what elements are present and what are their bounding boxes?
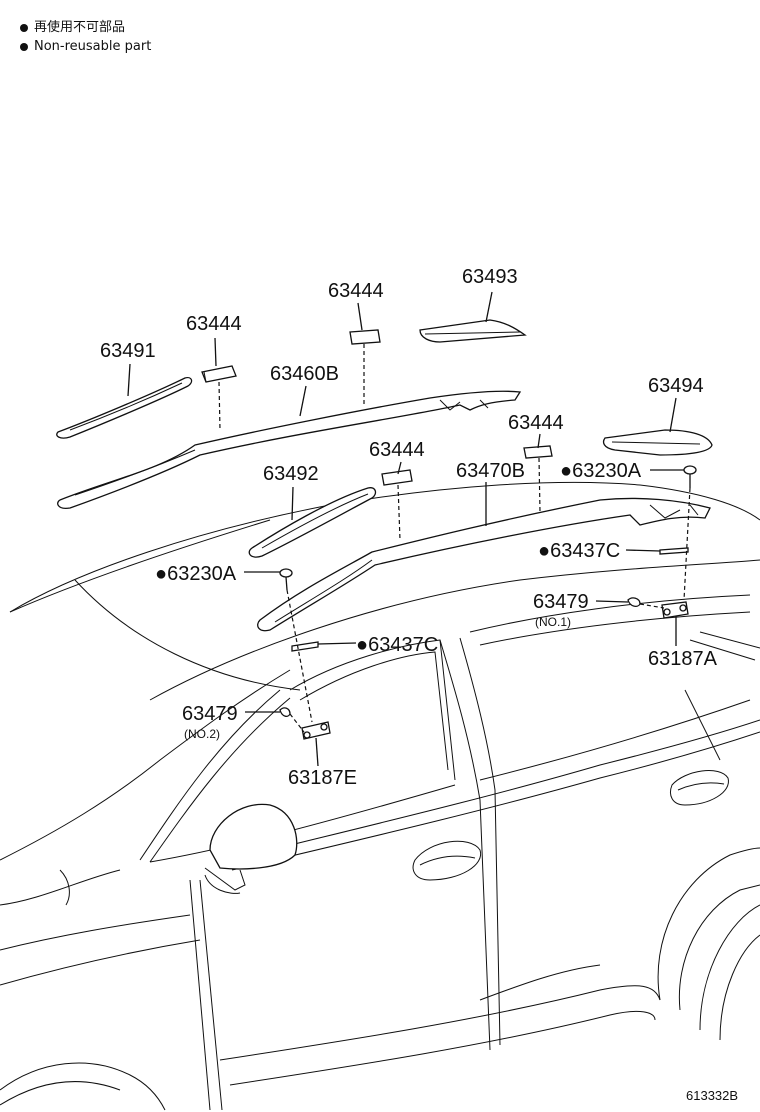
label-63493: 63493 <box>462 266 518 288</box>
part-63494-shape <box>602 429 713 456</box>
label-63230A-right: ●63230A <box>560 460 642 482</box>
label-63491: 63491 <box>100 340 156 362</box>
label-63479-left: 63479 <box>182 703 238 725</box>
part-63187A-shape <box>661 601 689 619</box>
legend-row-chinese: 再使用不可部品 <box>20 18 151 37</box>
figure-code: 613332B <box>686 1088 738 1103</box>
part-63491-shape <box>56 376 193 439</box>
part-63460B-shape <box>57 390 522 510</box>
label-63444-b: 63444 <box>328 280 384 302</box>
label-63444-a: 63444 <box>186 313 242 335</box>
label-63479-left-sub: (NO.2) <box>184 727 220 741</box>
label-63230A-left: ●63230A <box>155 563 237 585</box>
label-63187E: 63187E <box>288 767 357 789</box>
label-63460B: 63460B <box>270 363 339 385</box>
part-63437C-left-shape <box>291 641 319 652</box>
legend-english-text: Non-reusable part <box>34 39 152 54</box>
part-63230A-right-shape <box>683 465 697 488</box>
label-63479-right: 63479 <box>533 591 589 613</box>
legend: 再使用不可部品 Non-reusable part <box>20 18 151 56</box>
label-63479-right-sub: (NO.1) <box>535 615 571 629</box>
part-63470B-shape <box>257 497 711 632</box>
label-63492: 63492 <box>263 463 319 485</box>
part-63444-pad-1 <box>201 365 237 383</box>
part-63493-shape <box>419 319 527 343</box>
legend-chinese-text: 再使用不可部品 <box>34 20 126 35</box>
label-63437C-right: ●63437C <box>538 540 620 562</box>
label-63494: 63494 <box>648 375 704 397</box>
part-63444-pad-4 <box>381 469 413 486</box>
part-63230A-left-shape <box>279 568 293 591</box>
part-63479-left-shape <box>279 707 291 717</box>
part-63492-shape <box>248 487 377 558</box>
legend-row-english: Non-reusable part <box>20 37 151 56</box>
label-63437C-left: ●63437C <box>356 634 438 656</box>
part-63187E-shape <box>301 721 331 740</box>
bullet-icon <box>20 23 28 32</box>
label-63470B: 63470B <box>456 460 525 482</box>
label-63444-d: 63444 <box>369 439 425 461</box>
bullet-icon <box>20 42 28 51</box>
part-63444-pad-3 <box>523 445 553 459</box>
label-63444-c: 63444 <box>508 412 564 434</box>
car-body <box>0 481 760 1111</box>
part-63437C-right-shape <box>659 547 689 555</box>
part-63444-pad-2 <box>349 329 381 345</box>
label-63187A: 63187A <box>648 648 718 670</box>
